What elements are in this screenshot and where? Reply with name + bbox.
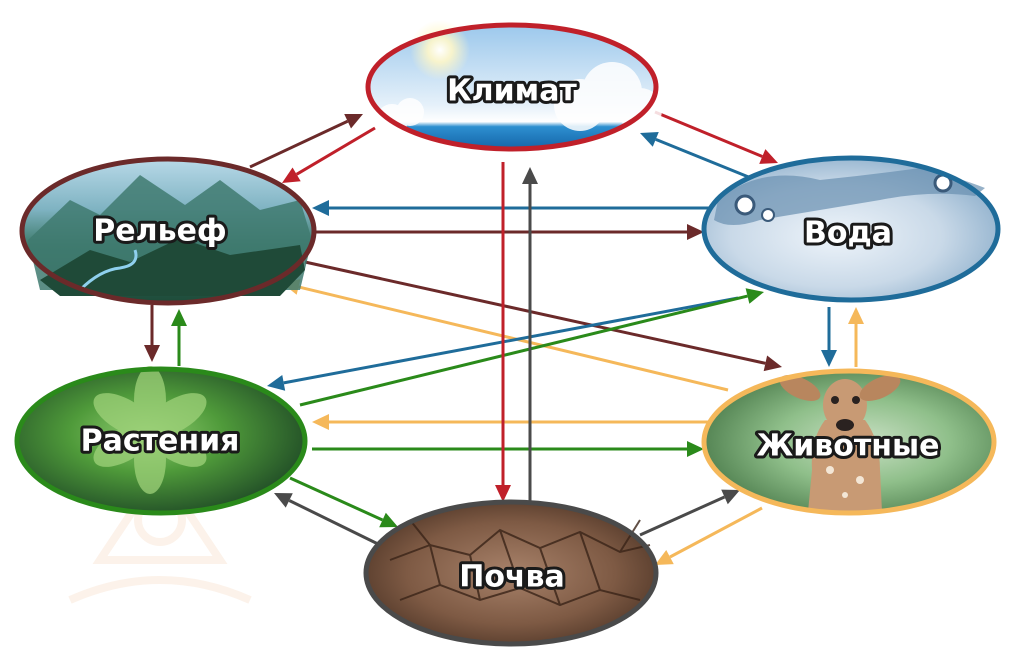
arrowhead: [379, 512, 398, 528]
arrowhead: [687, 224, 704, 240]
node-label-water: Вода: [804, 216, 892, 251]
arrowhead: [274, 493, 293, 508]
arrow-animals-to-water: [848, 307, 864, 367]
arrow-water-to-plants: [267, 296, 739, 391]
node-plants: Растения: [14, 366, 308, 516]
arrowhead: [759, 149, 778, 164]
arrowhead: [495, 485, 511, 502]
arrowhead: [763, 355, 782, 372]
arrow-line: [639, 495, 726, 537]
arrow-soil-to-climate: [522, 167, 538, 502]
deer-icon: [779, 375, 901, 512]
arrow-relief-to-climate: [249, 113, 363, 169]
node-water: Вода: [701, 155, 1001, 303]
arrow-water-to-climate: [640, 131, 757, 182]
arrow-line: [304, 260, 766, 365]
cloud-icon: [376, 62, 662, 136]
arrow-line: [249, 119, 349, 169]
leaves-icon: [93, 366, 207, 494]
arrow-soil-to-animals: [639, 489, 740, 537]
arrow-relief-to-water: [312, 224, 704, 240]
cracked-soil-icon: [389, 519, 651, 607]
arrowhead: [282, 167, 301, 183]
arrow-plants-to-water: [299, 288, 764, 407]
arrow-line: [654, 110, 763, 158]
arrow-animals-to-relief: [282, 279, 729, 392]
arrow-plants-to-relief: [171, 309, 187, 366]
arrowhead: [344, 113, 363, 129]
arrow-plants-to-soil: [289, 476, 398, 528]
arrow-climate-to-water: [654, 110, 778, 164]
arrow-climate-to-soil: [495, 162, 511, 502]
arrowhead: [640, 131, 659, 147]
arrow-line: [288, 499, 379, 546]
arrow-plants-to-animals: [312, 441, 704, 457]
node-label-plants: Растения: [81, 424, 240, 459]
arrow-animals-to-plants: [312, 414, 712, 430]
arrowhead: [144, 345, 160, 362]
node-label-soil: Почва: [459, 560, 565, 595]
arrow-line: [283, 296, 739, 385]
arrow-animals-to-soil: [655, 506, 763, 565]
node-label-animals: Животные: [757, 429, 940, 464]
arrow-climate-to-relief: [282, 126, 376, 183]
arrow-water-to-relief: [312, 200, 714, 216]
node-soil: Почва: [363, 499, 659, 647]
node-climate: Климат: [365, 20, 662, 152]
arrowhead: [745, 288, 764, 304]
arrowhead: [312, 200, 329, 216]
arrows-layer: [144, 110, 864, 565]
arrow-line: [655, 137, 757, 182]
node-label-relief: Рельеф: [93, 214, 226, 249]
arrowhead: [655, 549, 674, 565]
arrow-line: [299, 294, 748, 407]
arrowhead: [522, 167, 538, 184]
arrowhead: [848, 307, 864, 324]
river-icon: [78, 249, 138, 292]
arrowhead: [821, 350, 837, 367]
arrowhead: [171, 309, 187, 326]
arrow-soil-to-plants: [274, 493, 379, 546]
node-label-climate: Климат: [447, 74, 577, 109]
node-animals: Животные: [701, 368, 997, 516]
arrow-water-to-animals: [821, 307, 837, 367]
arrow-relief-to-plants: [144, 305, 160, 362]
arrow-line: [669, 506, 763, 559]
arrow-relief-to-animals: [304, 260, 782, 372]
water-splash-icon: [714, 168, 985, 225]
arrowhead: [721, 489, 740, 505]
arrow-line: [295, 126, 376, 176]
arrowhead: [267, 375, 286, 391]
arrowhead: [687, 441, 704, 457]
arrowhead: [312, 414, 329, 430]
node-relief: Рельеф: [19, 156, 317, 306]
arrow-line: [289, 476, 384, 522]
